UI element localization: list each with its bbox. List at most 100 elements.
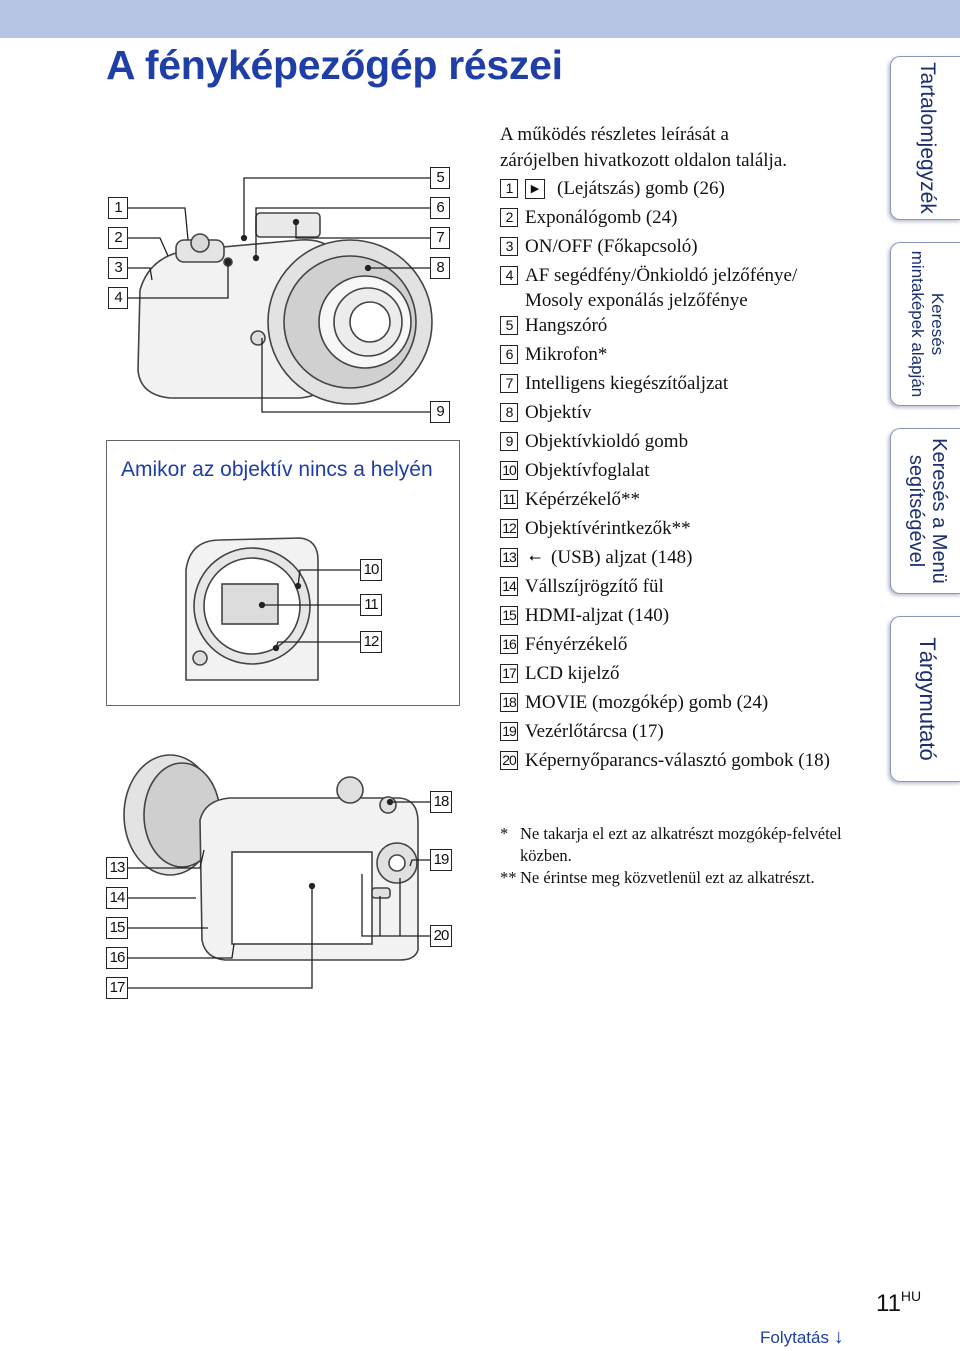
- part-item-4: 4 AF segédfény/Önkioldó jelzőfénye/ Mosol…: [500, 263, 860, 313]
- part-number: 13: [500, 548, 518, 567]
- callout-4: 4: [108, 287, 128, 309]
- no-lens-panel: Amikor az objektív nincs a helyén: [106, 440, 460, 706]
- callout-13: 13: [106, 857, 128, 879]
- intro-line-1: A működés részletes leírását a: [500, 124, 729, 145]
- part-text: Objektív: [525, 402, 592, 423]
- part-number: 4: [500, 266, 518, 285]
- part-text: Képernyőparancs-választó gombok (18): [525, 750, 830, 771]
- page-title: A fényképezőgép részei: [106, 42, 563, 88]
- footnote-1: *Ne takarja el ezt az alkatrészt mozgóké…: [500, 823, 850, 867]
- tab-search-by-sample-images[interactable]: Keresés mintaképek alapján: [890, 242, 960, 406]
- part-text: (Lejátszás) gomb (26): [557, 178, 725, 199]
- part-text: Vállszíjrögzítő fül: [525, 576, 664, 597]
- callout-7: 7: [430, 227, 450, 249]
- callout-lines-front: [128, 177, 430, 413]
- part-number: 2: [500, 208, 518, 227]
- continue-label: Folytatás: [760, 1328, 829, 1347]
- part-text: AF segédfény/Önkioldó jelzőfénye/ Mosoly…: [525, 265, 798, 311]
- part-text: MOVIE (mozgókép) gomb (24): [525, 692, 769, 713]
- callout-8: 8: [430, 257, 450, 279]
- callout-11: 11: [360, 594, 382, 616]
- part-item-6: 6 Mikrofon*: [500, 342, 860, 371]
- part-item-8: 8 Objektív: [500, 400, 860, 429]
- part-item-13: 13 ⭠ (USB) aljzat (148): [500, 545, 860, 574]
- usb-icon: ⭠: [529, 548, 542, 566]
- part-number: 17: [500, 664, 518, 683]
- part-text: Exponálógomb (24): [525, 207, 678, 228]
- callout-15: 15: [106, 917, 128, 939]
- part-text: Objektívfoglalat: [525, 460, 650, 481]
- part-item-1: 1 ▶ (Lejátszás) gomb (26): [500, 176, 860, 205]
- part-number: 11: [500, 490, 518, 509]
- part-text: Vezérlőtárcsa (17): [525, 721, 664, 742]
- part-text: (USB) aljzat (148): [551, 547, 693, 568]
- part-text: Intelligens kiegészítőaljzat: [525, 373, 729, 394]
- callout-9: 9: [430, 401, 450, 423]
- camera-back-drawing: [123, 754, 419, 961]
- part-item-9: 9 Objektívkioldó gomb: [500, 429, 860, 458]
- part-text: Objektívkioldó gomb: [525, 431, 689, 452]
- part-number: 6: [500, 345, 518, 364]
- part-text: HDMI-aljzat (140): [525, 605, 670, 626]
- part-item-14: 14 Vállszíjrögzítő fül: [500, 574, 860, 603]
- callout-18: 18: [430, 791, 452, 813]
- part-item-15: 15 HDMI-aljzat (140): [500, 603, 860, 632]
- tab-search-by-menu[interactable]: Keresés a Menü segítségével: [890, 428, 960, 594]
- footnote-mark: **: [500, 868, 517, 887]
- page-number: 11HU: [876, 1288, 921, 1318]
- page-number-value: 11: [876, 1290, 901, 1317]
- callout-10: 10: [360, 559, 382, 581]
- callout-19: 19: [430, 849, 452, 871]
- part-number: 12: [500, 519, 518, 538]
- arrow-down-icon: ↓: [833, 1326, 844, 1348]
- part-text: Fényérzékelő: [525, 634, 628, 655]
- camera-front-drawing: [137, 212, 433, 405]
- part-number: 7: [500, 374, 518, 393]
- tab-table-of-contents[interactable]: Tartalomjegyzék: [890, 56, 960, 220]
- callout-1: 1: [108, 197, 128, 219]
- callout-14: 14: [106, 887, 128, 909]
- part-text: Mikrofon*: [525, 344, 608, 365]
- part-number: 8: [500, 403, 518, 422]
- part-item-18: 18 MOVIE (mozgókép) gomb (24): [500, 690, 860, 719]
- parts-list: 1 ▶ (Lejátszás) gomb (26) 2 Exponálógomb (2…: [500, 176, 860, 777]
- part-item-10: 10 Objektívfoglalat: [500, 458, 860, 487]
- top-bar: [0, 0, 960, 38]
- tab-label: Tartalomjegyzék: [915, 62, 939, 214]
- callout-16: 16: [106, 947, 128, 969]
- footnote-text: Ne érintse meg közvetlenül ezt az alkatr…: [520, 868, 815, 887]
- intro-line-2: zárójelben hivatkozott oldalon találja.: [500, 150, 788, 171]
- part-number: 1: [500, 179, 518, 198]
- playback-icon: ▶: [525, 179, 545, 199]
- part-number: 10: [500, 461, 518, 480]
- part-item-7: 7 Intelligens kiegészítőaljzat: [500, 371, 860, 400]
- camera-mount-drawing: [185, 537, 319, 681]
- part-text: Képérzékelő**: [525, 489, 640, 510]
- tab-label: Keresés a Menü segítségével: [904, 438, 950, 584]
- continue-link[interactable]: Folytatás ↓: [760, 1326, 844, 1349]
- part-number: 15: [500, 606, 518, 625]
- part-number: 14: [500, 577, 518, 596]
- tab-index[interactable]: Tárgymutató: [890, 616, 960, 782]
- callout-lines-back: [128, 798, 430, 989]
- callout-12: 12: [360, 631, 382, 653]
- tab-label: Tárgymutató: [914, 637, 940, 761]
- callout-6: 6: [430, 197, 450, 219]
- part-number: 5: [500, 316, 518, 335]
- callout-lines-mount: [258, 569, 360, 652]
- callout-5: 5: [430, 167, 450, 189]
- intro-text: A működés részletes leírását a zárójelbe…: [500, 122, 787, 174]
- part-text: ON/OFF (Főkapcsoló): [525, 236, 698, 257]
- part-number: 9: [500, 432, 518, 451]
- part-item-11: 11 Képérzékelő**: [500, 487, 860, 516]
- part-number: 18: [500, 693, 518, 712]
- footnote-mark: *: [500, 824, 509, 843]
